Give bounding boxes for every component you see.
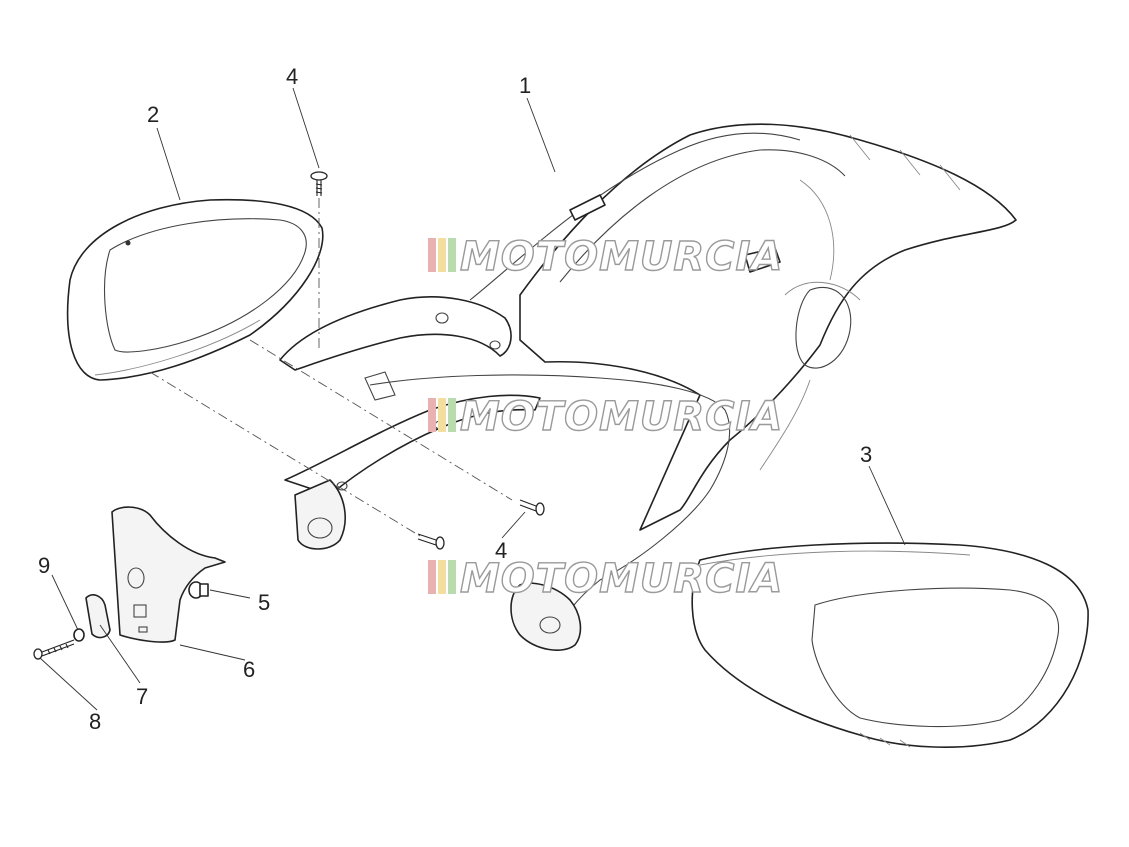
watermark-text: MOTOMURCIA [460, 234, 783, 280]
callout-4-top: 4 [286, 64, 298, 89]
part-rear-body-cover [364, 123, 1017, 651]
watermark-logo-2: MOTOMURCIA [428, 393, 783, 441]
part-plug [188, 581, 209, 599]
watermark-stripe [438, 560, 446, 594]
callout-2: 2 [147, 102, 159, 127]
callout-5: 5 [258, 590, 270, 615]
watermark-text: MOTOMURCIA [460, 394, 783, 440]
callout-1: 1 [519, 73, 531, 98]
assembly-lines [149, 198, 513, 537]
callout-4-middle: 4 [495, 538, 507, 563]
callout-3: 3 [860, 442, 872, 467]
callout-labels: 1 2 3 4 4 5 6 7 8 9 [38, 64, 872, 734]
watermark-text: MOTOMURCIA [460, 556, 783, 602]
part-washer [73, 628, 85, 642]
part-frame-section [279, 296, 541, 550]
part-tab [85, 594, 111, 639]
watermark-stripe [448, 398, 456, 432]
part-bolt [33, 639, 75, 660]
watermark-logo-3: MOTOMURCIA [428, 555, 783, 603]
watermark-stripe [428, 560, 436, 594]
watermark-stripe [448, 560, 456, 594]
part-screw-lower [417, 533, 445, 550]
callout-8: 8 [89, 709, 101, 734]
callout-9: 9 [38, 553, 50, 578]
part-left-side-cover [66, 198, 324, 381]
watermark-logo-1: MOTOMURCIA [428, 233, 783, 281]
part-bracket-plate [111, 506, 226, 643]
watermark-stripe [438, 398, 446, 432]
watermark-stripe [438, 238, 446, 272]
part-right-side-cover [691, 542, 1089, 748]
watermark-stripe [428, 238, 436, 272]
callout-7: 7 [136, 684, 148, 709]
leader-lines [39, 87, 906, 711]
part-screw-middle [519, 499, 545, 516]
callout-6: 6 [243, 657, 255, 682]
watermark-stripe [448, 238, 456, 272]
part-screw-top [310, 171, 328, 196]
watermark-stripe [428, 398, 436, 432]
